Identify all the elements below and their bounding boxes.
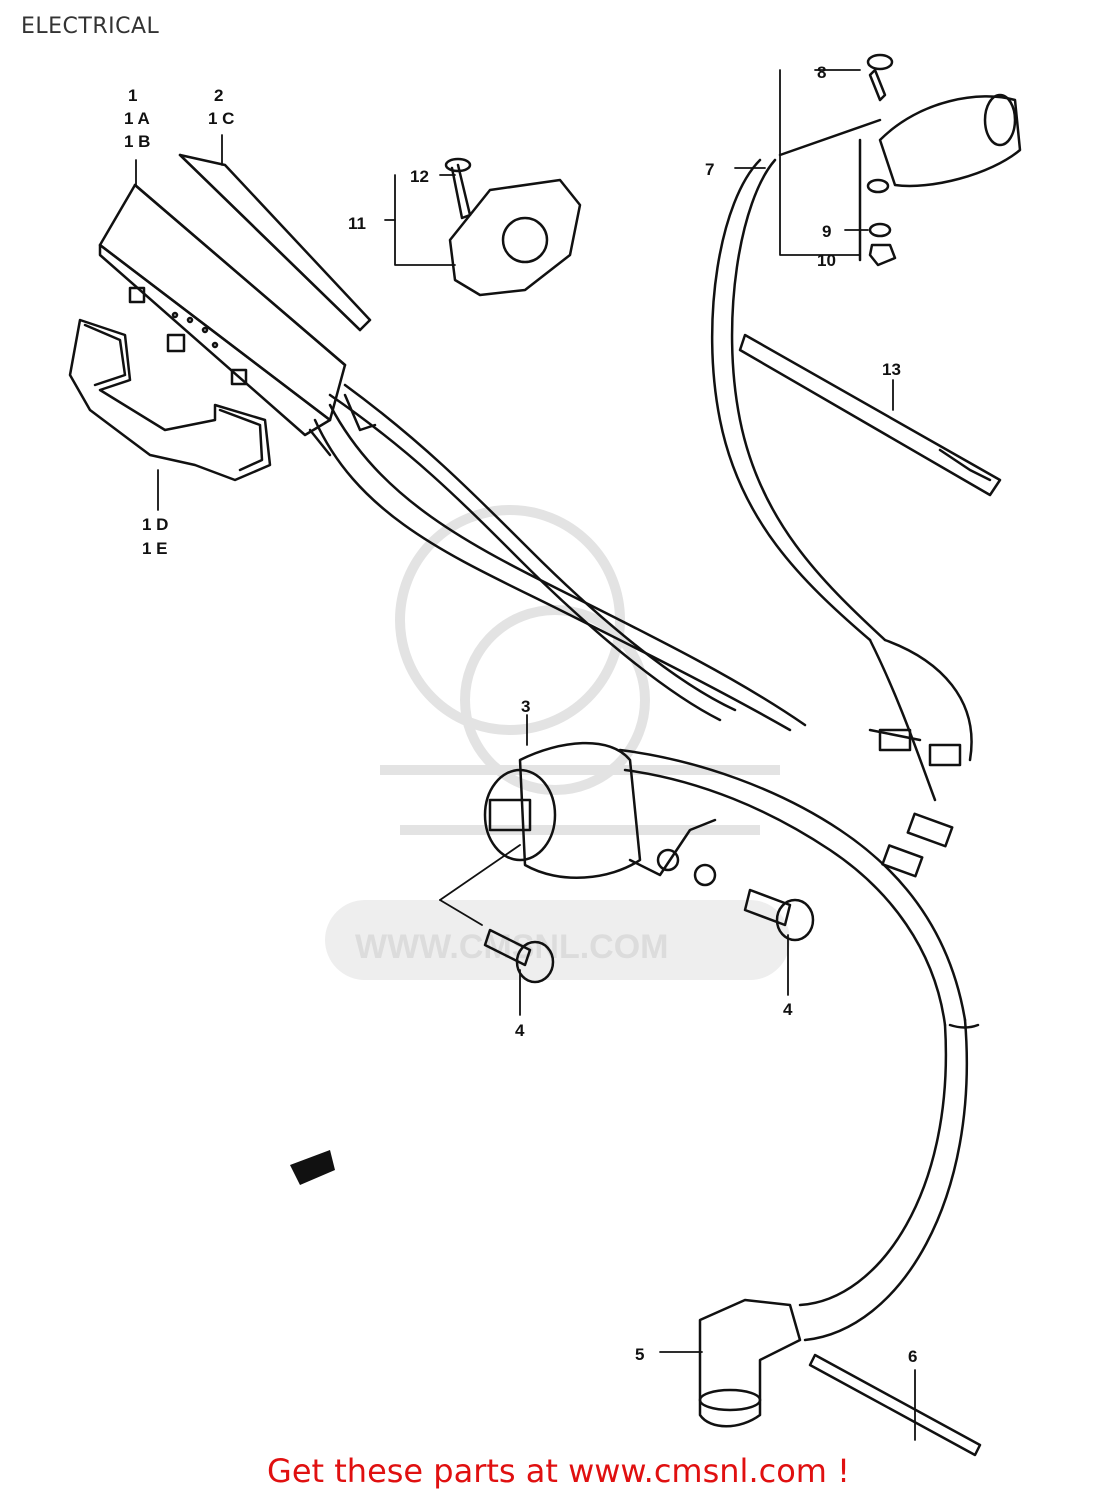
stop-switch — [858, 53, 1022, 267]
callout-1d: 1 D — [142, 515, 168, 534]
mounting-bracket — [68, 318, 272, 482]
callout-1e: 1 E — [142, 539, 168, 558]
callout-11: 11 — [348, 214, 366, 233]
callout-1a: 1 A — [124, 109, 150, 128]
callout-7: 7 — [705, 160, 714, 179]
cable-tie — [808, 1353, 982, 1457]
engine-stop-switch-cable — [710, 118, 973, 878]
callout-3: 3 — [521, 697, 530, 716]
cushion-plate — [178, 153, 372, 332]
callout-10: 10 — [817, 251, 836, 270]
watermark-text: WWW.CMSNL.COM — [355, 928, 669, 966]
page-title: ELECTRICAL — [21, 14, 160, 39]
callout-1c: 1 C — [208, 109, 234, 128]
cdi-harness — [308, 383, 807, 732]
callout-6: 6 — [908, 1347, 917, 1366]
callout-1: 1 — [128, 86, 137, 105]
front-arrow-icon — [290, 1150, 335, 1185]
switch-housing — [444, 157, 582, 297]
ignition-coil — [483, 741, 967, 1027]
callout-9: 9 — [822, 222, 831, 241]
watermark-logo — [380, 505, 780, 835]
callout-1b: 1 B — [124, 132, 150, 151]
callout-12: 12 — [410, 167, 429, 186]
callout-2: 2 — [214, 86, 223, 105]
high-tension-lead — [798, 1018, 980, 1342]
get-parts-link[interactable]: Get these parts at www.cmsnl.com ! — [267, 1452, 850, 1490]
watermark-banner — [325, 900, 790, 980]
callout-4-left: 4 — [515, 1021, 525, 1040]
cdi-unit — [98, 183, 347, 437]
coil-mounting-bolt-right — [743, 888, 815, 942]
callout-labels: 1 1 A 1 B 2 1 C 1 D 1 E 3 4 4 5 6 7 8 9 … — [124, 63, 917, 1366]
callout-5: 5 — [635, 1345, 644, 1364]
spark-plug-cap — [698, 1298, 802, 1428]
coil-mounting-bolt-left — [483, 928, 555, 984]
callout-13: 13 — [882, 360, 901, 379]
callout-8: 8 — [817, 63, 826, 82]
harness-strap — [738, 333, 1002, 497]
callout-4-right: 4 — [783, 1000, 793, 1019]
leader-lines — [135, 69, 916, 1441]
